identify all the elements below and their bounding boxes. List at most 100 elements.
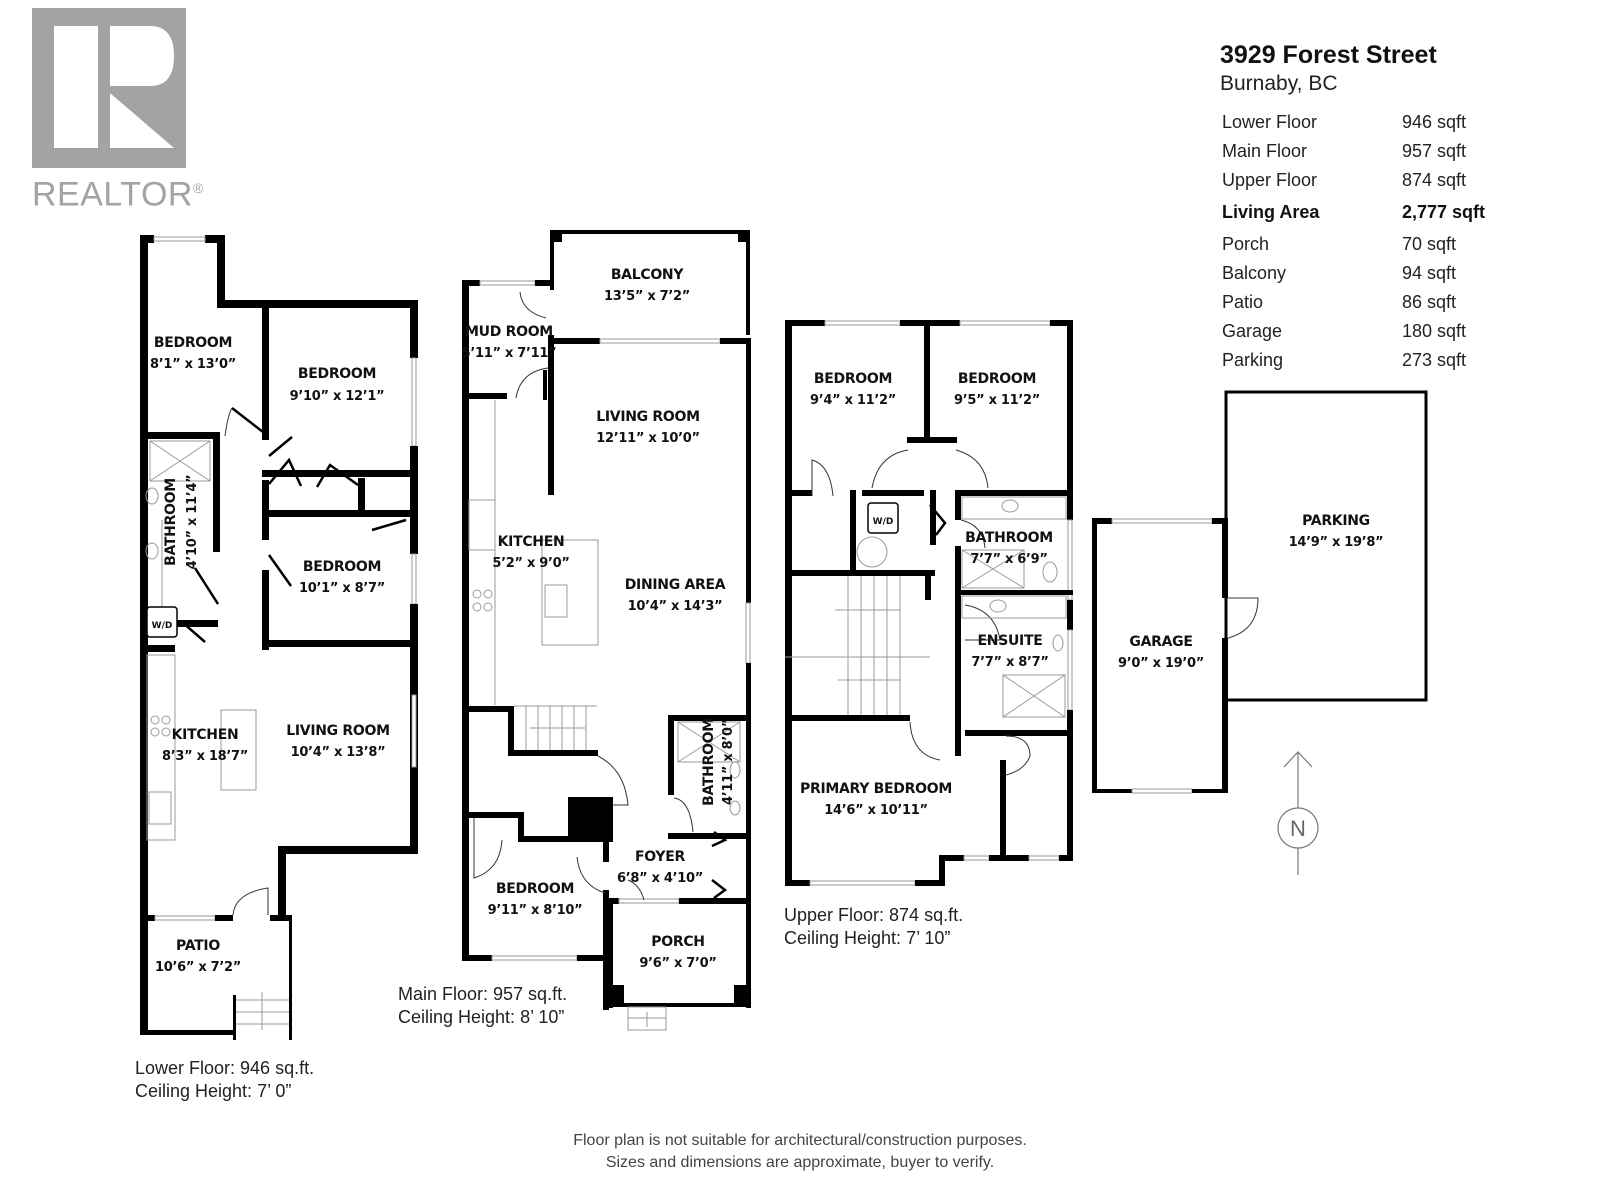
property-info-panel: 3929 Forest Street Burnaby, BC Lower Flo… — [1220, 40, 1520, 375]
property-city: Burnaby, BC — [1220, 72, 1338, 95]
room-dimensions: 9’10” x 12’1” — [290, 389, 385, 404]
north-compass-icon: N — [1277, 751, 1319, 875]
room-dimensions: 14’6” x 10’11” — [824, 803, 928, 818]
room-dimensions: 10’4” x 13’8” — [291, 745, 386, 760]
main-floor-ceiling-height: Ceiling Height: 8’ 10” — [398, 1007, 565, 1027]
lower-floor-plan: W/D BEDROOM 8’1” x 13’0” BEDROOM 9’10” x… — [140, 235, 418, 1040]
area-label: Main Floor — [1222, 141, 1308, 161]
room-dimensions: 6’8” x 4’10” — [617, 871, 703, 886]
area-label: Balcony — [1222, 263, 1287, 283]
area-label: Garage — [1222, 321, 1283, 341]
room-dimensions: 8’3” x 18’7” — [162, 749, 248, 764]
disclaimer: Floor plan is not suitable for architect… — [480, 1130, 1120, 1174]
room-name: BATHROOM — [965, 530, 1053, 546]
room-name: BEDROOM — [154, 335, 232, 351]
area-label: Porch — [1222, 234, 1270, 254]
area-row: Lower Floor 946 sqft — [1220, 108, 1520, 137]
compass-label: N — [1290, 816, 1306, 841]
room-name: BEDROOM — [958, 371, 1036, 387]
main-floor-caption: Main Floor: 957 sq.ft. Ceiling Height: 8… — [398, 983, 567, 1029]
lower-floor-area: Lower Floor: 946 sq.ft. — [135, 1058, 315, 1078]
area-label: Upper Floor — [1222, 170, 1318, 190]
lower-washer-dryer: W/D — [152, 621, 173, 631]
realtor-wordmark: REALTOR® — [32, 175, 204, 214]
lower-floor-caption: Lower Floor: 946 sq.ft. Ceiling Height: … — [135, 1057, 314, 1103]
area-row: Garage 180 sqft — [1220, 317, 1520, 346]
main-floor-plan: BALCONY 13’5” x 7’2” MUD ROOM 5’11” x 7’… — [462, 230, 751, 1031]
area-value: 70 sqft — [1402, 234, 1457, 254]
disclaimer-line: Sizes and dimensions are approximate, bu… — [605, 1154, 995, 1171]
room-name: BEDROOM — [496, 881, 574, 897]
area-row: Living Area 2,777 sqft — [1220, 195, 1520, 230]
realtor-logo: REALTOR® — [32, 8, 204, 212]
room-dimensions: 14’9” x 19’8” — [1289, 535, 1384, 550]
room-name: BATHROOM — [163, 478, 179, 566]
room-dimensions: 10’1” x 8’7” — [299, 581, 385, 596]
area-value: 957 sqft — [1402, 141, 1467, 161]
room-dimensions: 9’0” x 19’0” — [1118, 656, 1204, 671]
area-value: 86 sqft — [1402, 292, 1457, 312]
room-name: BALCONY — [611, 267, 685, 283]
disclaimer-line: Floor plan is not suitable for architect… — [573, 1132, 1027, 1149]
garage-parking-plan: GARAGE 9’0” x 19’0” PARKING 14’9” x 19’8… — [1092, 390, 1428, 794]
area-value: 180 sqft — [1402, 321, 1467, 341]
upper-floor-plan: W/D BEDROOM 9’4” x 11’2” BEDR — [785, 320, 1073, 886]
area-value: 946 sqft — [1402, 112, 1467, 132]
room-name: PARKING — [1302, 513, 1370, 529]
room-name: BEDROOM — [298, 366, 376, 382]
lower-floor-ceiling-height: Ceiling Height: 7’ 0” — [135, 1081, 292, 1101]
room-dimensions: 9’11” x 8’10” — [488, 903, 583, 918]
area-label: Living Area — [1222, 202, 1320, 222]
realtor-r-mark-icon — [32, 8, 186, 168]
room-dimensions: 10’6” x 7’2” — [155, 960, 241, 975]
room-dimensions: 7’7” x 8’7” — [971, 655, 1048, 670]
room-name: BEDROOM — [814, 371, 892, 387]
room-dimensions: 5’11” x 7’11” — [462, 346, 557, 361]
area-value: 273 sqft — [1402, 350, 1467, 370]
area-label: Patio — [1222, 292, 1264, 312]
room-name: BEDROOM — [303, 559, 381, 575]
room-name: PRIMARY BEDROOM — [800, 781, 952, 797]
upper-floor-ceiling-height: Ceiling Height: 7’ 10” — [784, 928, 951, 948]
room-name: GARAGE — [1129, 634, 1192, 650]
area-row: Main Floor 957 sqft — [1220, 137, 1520, 166]
upper-washer-dryer: W/D — [873, 517, 894, 527]
area-row: Parking 273 sqft — [1220, 346, 1520, 375]
room-name: FOYER — [635, 849, 685, 865]
property-address: 3929 Forest Street — [1220, 41, 1437, 69]
room-name: KITCHEN — [172, 727, 239, 743]
room-dimensions: 5’2” x 9’0” — [492, 556, 569, 571]
upper-floor-area: Upper Floor: 874 sq.ft. — [784, 905, 964, 925]
room-name: MUD ROOM — [465, 324, 553, 340]
area-value: 874 sqft — [1402, 170, 1467, 190]
area-row: Upper Floor 874 sqft — [1220, 166, 1520, 195]
room-name: BATHROOM — [701, 718, 717, 806]
area-label: Parking — [1222, 350, 1284, 370]
room-name: LIVING ROOM — [286, 723, 389, 739]
area-row: Balcony 94 sqft — [1220, 259, 1520, 288]
room-dimensions: 4’10” x 11’4” — [185, 475, 200, 570]
room-name: PATIO — [176, 938, 220, 954]
area-row: Patio 86 sqft — [1220, 288, 1520, 317]
area-value: 2,777 sqft — [1402, 202, 1486, 222]
room-dimensions: 8’1” x 13’0” — [150, 357, 236, 372]
room-name: KITCHEN — [498, 534, 565, 550]
room-dimensions: 13’5” x 7’2” — [604, 289, 690, 304]
room-dimensions: 9’4” x 11’2” — [810, 393, 896, 408]
room-dimensions: 7’7” x 6’9” — [970, 552, 1047, 567]
area-value: 94 sqft — [1402, 263, 1457, 283]
main-floor-area: Main Floor: 957 sq.ft. — [398, 984, 568, 1004]
room-dimensions: 9’6” x 7’0” — [639, 956, 716, 971]
area-label: Lower Floor — [1222, 112, 1318, 132]
area-row: Porch 70 sqft — [1220, 230, 1520, 259]
room-name: PORCH — [651, 934, 704, 950]
room-dimensions: 10’4” x 14’3” — [628, 599, 723, 614]
room-name: ENSUITE — [978, 633, 1043, 649]
upper-floor-caption: Upper Floor: 874 sq.ft. Ceiling Height: … — [784, 904, 963, 950]
room-dimensions: 4’11” x 8’0” — [721, 719, 736, 805]
room-dimensions: 9’5” x 11’2” — [954, 393, 1040, 408]
room-name: DINING AREA — [625, 577, 726, 593]
room-name: LIVING ROOM — [596, 409, 699, 425]
